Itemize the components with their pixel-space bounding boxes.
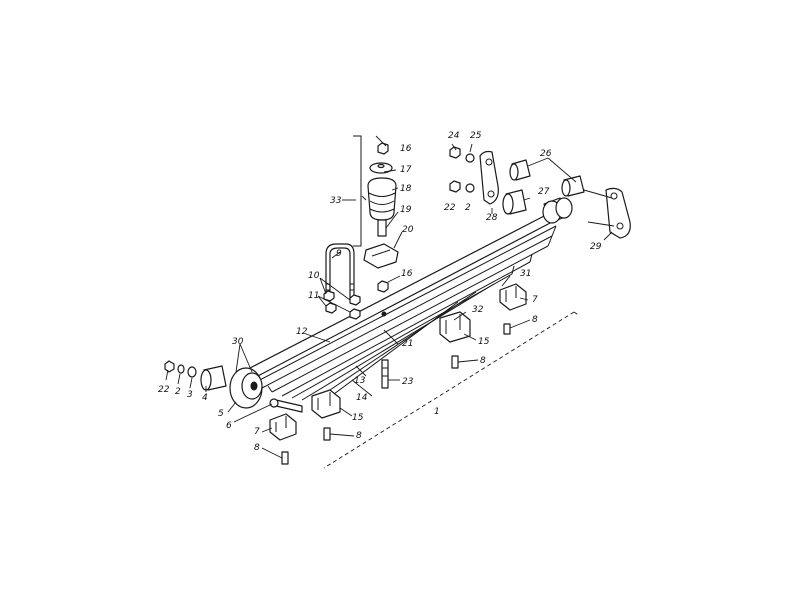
label-6: 6 <box>226 421 232 431</box>
label-29: 29 <box>590 242 602 252</box>
label-25: 25 <box>470 131 482 141</box>
assembly-outline <box>323 311 575 469</box>
u-bolt-nuts <box>323 290 361 320</box>
label-16-top: 16 <box>400 144 412 154</box>
label-24: 24 <box>448 131 460 141</box>
label-13: 13 <box>354 376 366 386</box>
label-15-left: 15 <box>352 413 364 423</box>
leader-lines <box>165 135 613 459</box>
label-2-rear: 2 <box>465 203 471 213</box>
bolts <box>281 323 511 465</box>
label-7-right: 7 <box>532 295 538 305</box>
label-16-lower: 16 <box>401 269 413 279</box>
label-19: 19 <box>400 205 412 215</box>
label-33: 33 <box>330 196 342 206</box>
label-7-left: 7 <box>254 427 260 437</box>
label-26: 26 <box>540 149 552 159</box>
spring-clips <box>269 283 527 441</box>
label-30: 30 <box>232 337 244 347</box>
label-31: 31 <box>520 269 531 279</box>
label-8-left: 8 <box>254 443 260 453</box>
label-28: 28 <box>486 213 498 223</box>
label-18: 18 <box>400 184 412 194</box>
label-9: 9 <box>336 249 342 259</box>
label-5: 5 <box>218 409 224 419</box>
label-17: 17 <box>400 165 412 175</box>
label-8-lower: 8 <box>356 431 362 441</box>
assembly-outline-tick <box>573 311 581 317</box>
label-22-front: 22 <box>158 385 170 395</box>
label-15-right: 15 <box>478 337 490 347</box>
label-8-mid: 8 <box>480 356 486 366</box>
label-12: 12 <box>296 327 308 337</box>
label-2-front: 2 <box>175 387 181 397</box>
label-23: 23 <box>402 377 414 387</box>
label-11: 11 <box>308 291 319 301</box>
label-21: 21 <box>402 339 413 349</box>
label-14: 14 <box>356 393 368 403</box>
rear-shackle-hardware <box>449 146 631 239</box>
label-1: 1 <box>434 407 440 417</box>
front-pin-stack <box>164 360 303 413</box>
label-22-rear: 22 <box>444 203 456 213</box>
label-20: 20 <box>402 225 414 235</box>
label-27: 27 <box>538 187 550 197</box>
part-labels: 16 17 18 19 20 33 16 24 25 26 27 22 2 28… <box>158 131 602 453</box>
label-4: 4 <box>202 393 208 403</box>
label-10: 10 <box>308 271 320 281</box>
label-3: 3 <box>187 390 193 400</box>
label-32: 32 <box>472 305 484 315</box>
label-8-right: 8 <box>532 315 538 325</box>
leaf-spring-pack <box>249 213 557 401</box>
rear-spring-eye <box>542 197 573 224</box>
bump-stop-assembly <box>353 135 399 293</box>
front-spring-eye <box>229 367 263 409</box>
